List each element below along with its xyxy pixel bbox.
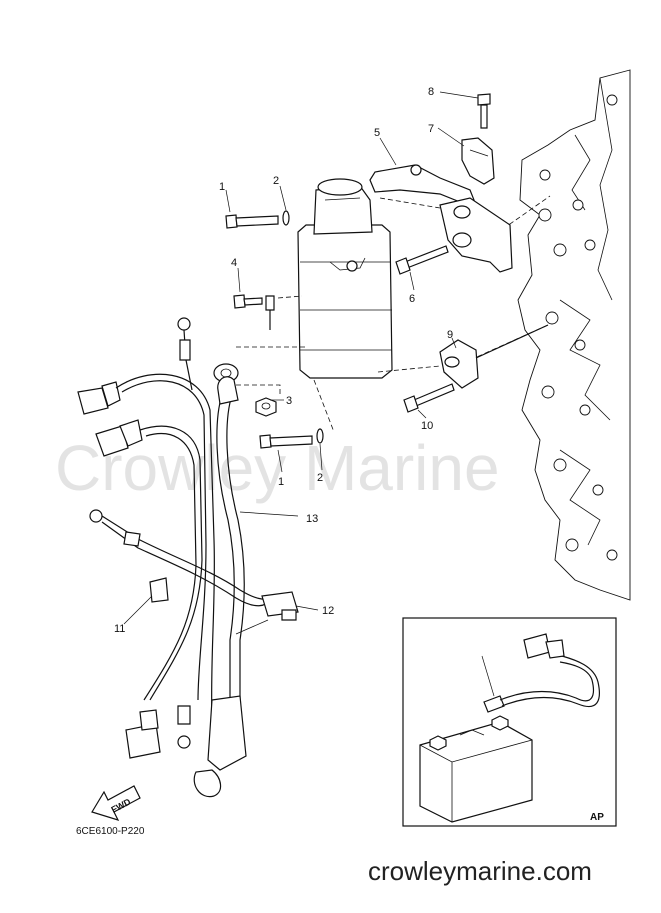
leader-lines — [123, 91, 479, 635]
callout-1-upper: 1 — [219, 181, 225, 193]
callout-5: 5 — [374, 127, 380, 139]
part-code: 6CE6100-P220 — [76, 826, 145, 837]
callout-12: 12 — [322, 605, 334, 617]
callout-9: 9 — [447, 329, 453, 341]
engine-block — [517, 69, 631, 601]
forward-arrow: FWD — [91, 785, 141, 821]
callout-13: 13 — [306, 513, 318, 525]
inset-box: AP — [402, 617, 617, 827]
callout-1-lower: 1 — [278, 476, 284, 488]
callout-8: 8 — [428, 86, 434, 98]
callout-10: 10 — [421, 420, 433, 432]
starter-motor — [297, 178, 393, 379]
wire-harness — [77, 317, 299, 798]
callout-6: 6 — [409, 293, 415, 305]
upper-bracket — [369, 93, 513, 275]
callout-3: 3 — [286, 395, 292, 407]
callout-7: 7 — [428, 123, 434, 135]
callout-11: 11 — [114, 623, 125, 635]
ground-screw — [233, 294, 275, 330]
lower-bracket — [403, 324, 549, 413]
callout-2-upper: 2 — [273, 175, 279, 187]
callout-4: 4 — [231, 257, 237, 269]
callout-2-lower: 2 — [317, 472, 323, 484]
upper-bolt — [225, 210, 290, 229]
footer-url: crowleymarine.com — [368, 856, 592, 886]
inset-badge: AP — [590, 812, 604, 823]
lower-bolt — [213, 363, 324, 449]
